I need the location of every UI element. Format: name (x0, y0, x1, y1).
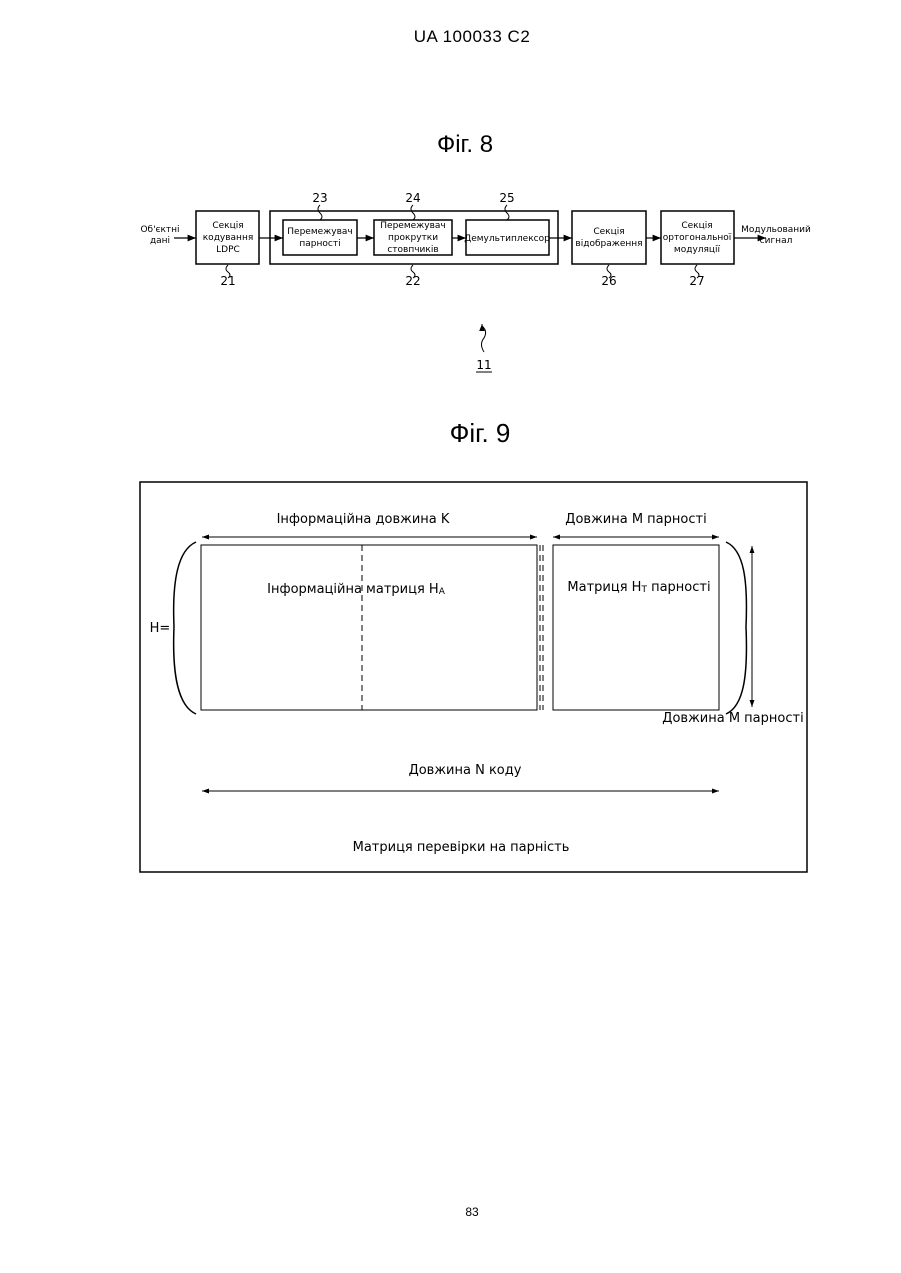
ref-11-arrow (482, 324, 486, 352)
h-equals-label: H= (150, 621, 171, 636)
parity-length-side-label: Довжина M парності (662, 711, 803, 726)
ref-27: 27 (689, 274, 704, 288)
information-matrix-label: Інформаційна матриця HA (267, 582, 446, 597)
column-twist-label-3: стовпчиків (387, 245, 438, 255)
ref-22: 22 (405, 274, 420, 288)
input-data-label-2: дані (150, 236, 170, 246)
ldpc-label-3: LDPC (216, 245, 240, 255)
mapping-label-2: відображення (575, 239, 642, 249)
figure-9-title: Фіг. 9 (380, 418, 580, 449)
ref-23-leader (318, 205, 322, 220)
parity-interleaver-label-1: Перемежувач (287, 227, 352, 237)
mapping-block (572, 211, 646, 264)
parity-matrix-label: Матриця HT парності (567, 580, 710, 595)
document-id-header: UA 100033 C2 (0, 27, 901, 47)
information-matrix-box (201, 545, 537, 710)
output-signal-label-1: Модульований (741, 225, 811, 235)
figure-8-block-diagram: Об'єктні дані Секція кодування LDPC Пере… (0, 180, 901, 380)
ref-11: 11 (476, 358, 491, 372)
ofdm-label-2: ортогональної (663, 233, 732, 243)
column-twist-label-2: прокрутки (388, 233, 438, 243)
mapping-label-1: Секція (593, 227, 624, 237)
ofdm-label-1: Секція (681, 221, 712, 231)
left-bracket (174, 542, 196, 714)
parity-check-matrix-caption: Матриця перевірки на парність (353, 840, 570, 855)
right-bracket (726, 542, 746, 714)
ref-24: 24 (405, 191, 420, 205)
ref-23: 23 (312, 191, 327, 205)
figure-8-title: Фіг. 8 (365, 131, 565, 159)
ldpc-label-2: кодування (203, 233, 254, 243)
code-length-label: Довжина N коду (409, 763, 522, 778)
ref-25-leader (505, 205, 509, 220)
ref-25: 25 (499, 191, 514, 205)
figure-9-parity-check-matrix: Інформаційна довжина K Довжина M парност… (0, 470, 901, 890)
ref-21: 21 (220, 274, 235, 288)
demultiplexer-label: Демультиплексор (464, 234, 550, 244)
ofdm-label-3: модуляції (674, 245, 721, 255)
output-signal-label-2: сигнал (760, 236, 793, 246)
page-number: 83 (0, 1205, 901, 1219)
parity-interleaver-label-2: парності (299, 239, 340, 249)
figure-9-frame (140, 482, 807, 872)
ldpc-label-1: Секція (212, 221, 243, 231)
parity-matrix-box (553, 545, 719, 710)
info-length-label: Інформаційна довжина K (277, 512, 450, 527)
parity-length-top-label: Довжина M парності (565, 512, 706, 527)
ref-24-leader (411, 205, 415, 220)
parity-interleaver-block (283, 220, 357, 255)
column-twist-label-1: Перемежувач (380, 221, 445, 231)
ref-26: 26 (601, 274, 616, 288)
input-data-label-1: Об'єктні (140, 225, 179, 235)
